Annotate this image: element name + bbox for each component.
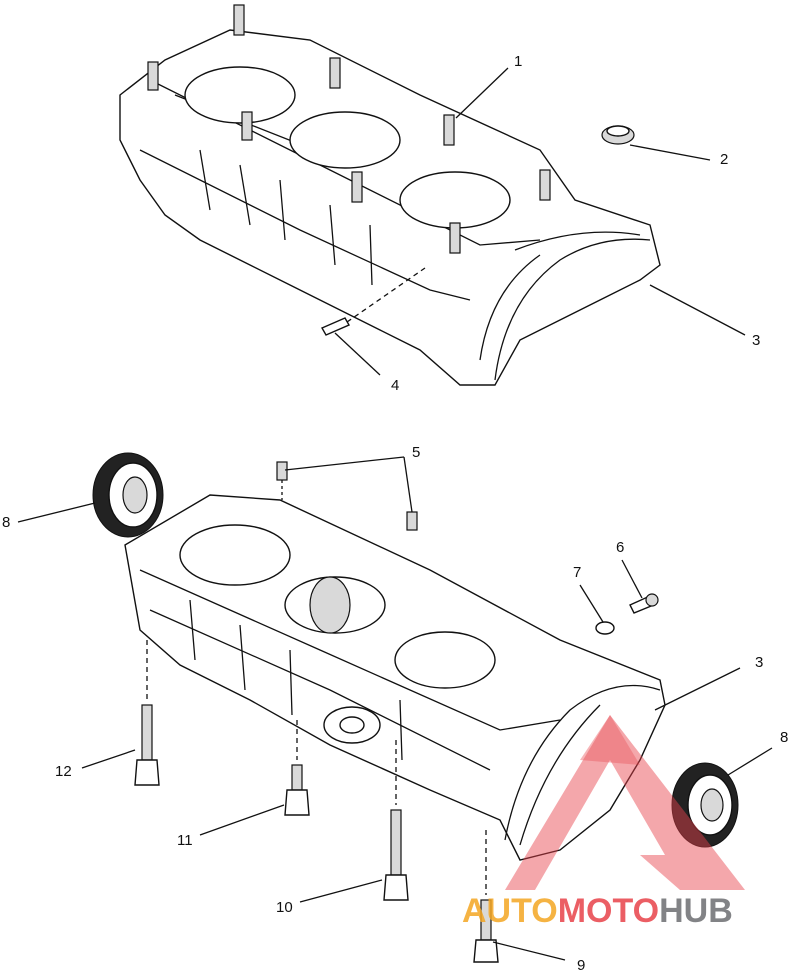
callout-3-bottom: 3 xyxy=(755,654,763,671)
watermark-text: AUTOMOTOHUB xyxy=(462,892,733,930)
part-10-bolt xyxy=(383,809,409,901)
part-8-seal-left xyxy=(92,452,164,538)
part-2-cap xyxy=(601,125,635,145)
callout-5: 5 xyxy=(412,444,420,461)
callout-8-right: 8 xyxy=(780,729,788,746)
part-7-washer xyxy=(595,621,615,635)
callout-12: 12 xyxy=(55,763,72,780)
callout-2: 2 xyxy=(720,151,728,168)
callout-6: 6 xyxy=(616,539,624,556)
part-4-bolt xyxy=(321,267,426,336)
callout-8-left: 8 xyxy=(2,514,10,531)
callout-9: 9 xyxy=(577,957,585,972)
callout-10: 10 xyxy=(276,899,293,916)
callout-4: 4 xyxy=(391,377,399,394)
alignment-lines xyxy=(146,640,487,895)
watermark-part-hub: HUB xyxy=(659,892,733,930)
callout-3-top: 3 xyxy=(752,332,760,349)
callout-1: 1 xyxy=(514,53,522,70)
part-6-screw xyxy=(629,593,659,614)
watermark-triangle-icon xyxy=(505,715,745,890)
watermark-part-moto: MOTO xyxy=(558,892,659,930)
leader-lines xyxy=(17,67,773,961)
part-11-bolt xyxy=(284,764,310,816)
upper-crankcase xyxy=(119,4,661,386)
watermark-part-auto: AUTO xyxy=(462,892,558,930)
part-12-bolt xyxy=(134,704,160,786)
watermark-logo xyxy=(505,715,745,890)
part-8-seal-right xyxy=(671,762,739,848)
lower-crankcase xyxy=(124,494,666,861)
callout-11: 11 xyxy=(177,832,193,849)
part-5-dowels xyxy=(276,461,418,531)
part-9-bolt xyxy=(473,899,499,963)
callout-7: 7 xyxy=(573,564,581,581)
